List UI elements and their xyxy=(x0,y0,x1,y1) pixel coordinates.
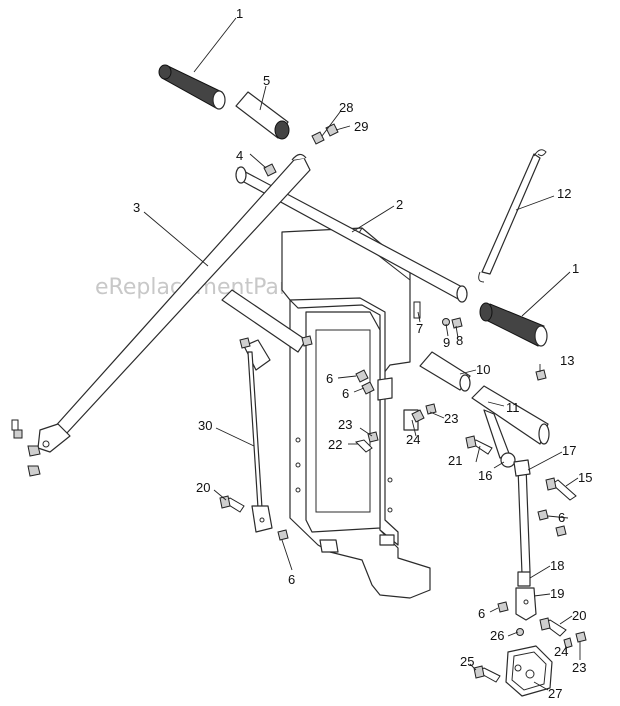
callout-27: 27 xyxy=(548,686,562,701)
nut-6-e xyxy=(555,525,567,537)
callout-6-a: 6 xyxy=(326,371,333,386)
clevis-18-19 xyxy=(515,571,537,621)
nut-6-b xyxy=(361,381,375,395)
callouts: 1 5 28 29 4 3 2 12 1 7 9 8 13 10 6 6 11 … xyxy=(133,6,592,701)
nut-6-c xyxy=(277,529,289,541)
tube-cap xyxy=(235,91,290,140)
handle-11 xyxy=(471,385,550,468)
bolt-20-left xyxy=(219,495,245,513)
callout-6-c: 6 xyxy=(288,572,295,587)
callout-18: 18 xyxy=(550,558,564,573)
callout-13: 13 xyxy=(560,353,574,368)
callout-6-b: 6 xyxy=(342,386,349,401)
bracket-27 xyxy=(505,645,553,697)
callout-17: 17 xyxy=(562,443,576,458)
long-handle xyxy=(37,153,311,453)
callout-23-a: 23 xyxy=(338,417,352,432)
washer-26 xyxy=(516,628,524,636)
nut-6-f xyxy=(497,601,509,613)
callout-8: 8 xyxy=(456,333,463,348)
callout-3: 3 xyxy=(133,200,140,215)
callout-15: 15 xyxy=(578,470,592,485)
callout-5: 5 xyxy=(263,73,270,88)
fasteners-7-8-9 xyxy=(413,301,463,329)
control-rod-left xyxy=(221,289,313,533)
callout-21: 21 xyxy=(448,453,462,468)
callout-9: 9 xyxy=(443,335,450,350)
callout-2: 2 xyxy=(396,197,403,212)
callout-30: 30 xyxy=(198,418,212,433)
screw-4 xyxy=(263,163,277,177)
callout-23-b: 23 xyxy=(444,411,458,426)
callout-4: 4 xyxy=(236,148,243,163)
nuts-28-29 xyxy=(311,123,339,145)
callout-22: 22 xyxy=(328,437,342,452)
callout-24-a: 24 xyxy=(406,432,420,447)
leader-lines xyxy=(143,17,581,691)
callout-7: 7 xyxy=(416,321,423,336)
bolt-20-right xyxy=(539,617,567,637)
bolt-25 xyxy=(473,665,501,683)
callout-20-left: 20 xyxy=(196,480,210,495)
nut-6-a xyxy=(355,369,369,383)
control-rod-right xyxy=(513,459,531,575)
grip-top xyxy=(158,64,226,110)
bolt-21 xyxy=(465,435,493,455)
bolt-15 xyxy=(545,477,577,501)
nut-6-d xyxy=(537,509,549,521)
spring-rod xyxy=(478,149,547,283)
callout-23-c: 23 xyxy=(572,660,586,675)
callout-28: 28 xyxy=(339,100,353,115)
callout-26: 26 xyxy=(490,628,504,643)
main-frame xyxy=(281,227,431,599)
cross-bar xyxy=(235,166,468,303)
callout-6-d: 6 xyxy=(558,510,565,525)
grip-right xyxy=(479,302,548,347)
callout-24-b: 24 xyxy=(554,644,568,659)
callout-1-top: 1 xyxy=(236,6,243,21)
tube-10 xyxy=(419,351,471,392)
callout-29: 29 xyxy=(354,119,368,134)
callout-1-right: 1 xyxy=(572,261,579,276)
callout-16: 16 xyxy=(478,468,492,483)
callout-20-right: 20 xyxy=(572,608,586,623)
callout-6-e: 6 xyxy=(478,606,485,621)
handle-bolt xyxy=(11,419,41,477)
callout-25: 25 xyxy=(460,654,474,669)
callout-19: 19 xyxy=(550,586,564,601)
nut-13 xyxy=(535,369,547,381)
callout-10: 10 xyxy=(476,362,490,377)
nut-23-bottom xyxy=(575,631,587,643)
nut-24-bottom xyxy=(563,637,573,649)
fasteners-23-24 xyxy=(355,403,437,453)
callout-11: 11 xyxy=(506,400,520,415)
callout-12: 12 xyxy=(557,186,571,201)
